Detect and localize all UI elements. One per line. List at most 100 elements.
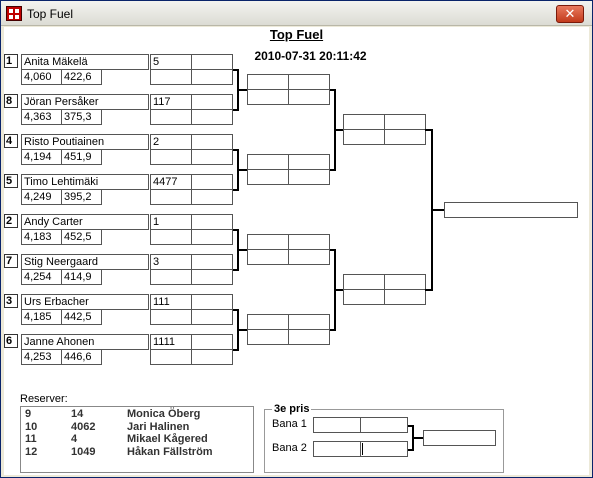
driver-name[interactable]: Timo Lehtimäki [21,174,149,190]
bracket-line [237,89,247,91]
round2-cell-a[interactable] [247,154,289,170]
bracket-line [412,437,424,439]
round1-cell[interactable] [191,349,233,365]
lane1-cell-b[interactable] [360,417,408,433]
third-place-result-cell[interactable] [423,430,496,446]
driver-et[interactable]: 4,254 [21,269,62,285]
driver-et[interactable]: 4,185 [21,309,62,325]
round1-cell[interactable] [191,334,233,350]
round1-cell[interactable] [191,134,233,150]
driver-speed[interactable]: 375,3 [61,109,102,125]
round1-cell[interactable] [150,309,192,325]
driver-et[interactable]: 4,194 [21,149,62,165]
driver-name[interactable]: Janne Ahonen [21,334,149,350]
round2-cell-c[interactable] [247,329,289,345]
round1-cell[interactable] [191,214,233,230]
semifinal-cell-c[interactable] [343,129,385,145]
semifinal-cell-a[interactable] [343,114,385,130]
semifinal-cell-b[interactable] [384,274,426,290]
driver-speed[interactable]: 451,9 [61,149,102,165]
seed-number: 6 [4,334,18,348]
round1-cell[interactable] [191,94,233,110]
lane2-cell-a[interactable] [313,441,361,457]
final-cell[interactable] [444,202,578,218]
round1-cell[interactable] [191,54,233,70]
round1-result[interactable]: 2 [150,134,192,150]
round2-cell-c[interactable] [247,249,289,265]
driver-speed[interactable]: 452,5 [61,229,102,245]
seed-number: 2 [4,214,18,228]
driver-speed[interactable]: 395,2 [61,189,102,205]
round1-result[interactable]: 1111 [150,334,192,350]
driver-name[interactable]: Jöran Persåker [21,94,149,110]
round1-cell[interactable] [150,69,192,85]
round1-cell[interactable] [191,309,233,325]
bracket-line [408,449,414,451]
round2-cell-a[interactable] [247,314,289,330]
driver-name[interactable]: Urs Erbacher [21,294,149,310]
semifinal-cell-d[interactable] [384,129,426,145]
round2-cell-a[interactable] [247,234,289,250]
semifinal-cell-b[interactable] [384,114,426,130]
driver-et[interactable]: 4,253 [21,349,62,365]
round1-result[interactable]: 117 [150,94,192,110]
round1-result[interactable]: 1 [150,214,192,230]
round2-cell-d[interactable] [288,89,330,105]
round1-cell[interactable] [191,109,233,125]
round1-result[interactable]: 5 [150,54,192,70]
lane2-cell-b[interactable] [360,441,408,457]
driver-name[interactable]: Andy Carter [21,214,149,230]
driver-name[interactable]: Stig Neergaard [21,254,149,270]
round2-cell-c[interactable] [247,89,289,105]
round2-cell-b[interactable] [288,74,330,90]
lane1-cell-a[interactable] [313,417,361,433]
reserve-number: 4 [71,433,78,445]
bracket-line [362,443,363,455]
driver-speed[interactable]: 442,5 [61,309,102,325]
driver-speed[interactable]: 414,9 [61,269,102,285]
round1-cell[interactable] [191,174,233,190]
semifinal-cell-a[interactable] [343,274,385,290]
driver-et[interactable]: 4,183 [21,229,62,245]
driver-speed[interactable]: 446,6 [61,349,102,365]
semifinal-cell-d[interactable] [384,289,426,305]
round2-cell-a[interactable] [247,74,289,90]
round2-cell-b[interactable] [288,154,330,170]
reserve-name: Monica Öberg [127,408,201,420]
driver-name[interactable]: Anita Mäkelä [21,54,149,70]
round2-cell-d[interactable] [288,329,330,345]
round1-cell[interactable] [191,229,233,245]
round1-cell[interactable] [150,269,192,285]
round1-cell[interactable] [150,189,192,205]
close-button[interactable]: ✕ [556,5,584,23]
driver-speed[interactable]: 422,6 [61,69,102,85]
round1-cell[interactable] [191,189,233,205]
round2-cell-c[interactable] [247,169,289,185]
semifinal-cell-c[interactable] [343,289,385,305]
round1-result[interactable]: 3 [150,254,192,270]
driver-et[interactable]: 4,249 [21,189,62,205]
driver-et[interactable]: 4,060 [21,69,62,85]
round1-result[interactable]: 111 [150,294,192,310]
round1-cell[interactable] [150,229,192,245]
driver-et[interactable]: 4,363 [21,109,62,125]
round1-cell[interactable] [191,149,233,165]
round1-cell[interactable] [150,109,192,125]
round1-cell[interactable] [191,294,233,310]
round1-cell[interactable] [191,254,233,270]
round2-cell-b[interactable] [288,314,330,330]
round1-cell[interactable] [150,149,192,165]
title-bar[interactable]: Top Fuel ✕ [1,1,592,26]
bracket-line [334,129,344,131]
bracket-line [233,309,239,311]
round2-cell-b[interactable] [288,234,330,250]
round1-result[interactable]: 4477 [150,174,192,190]
round1-cell[interactable] [150,349,192,365]
round2-cell-d[interactable] [288,249,330,265]
round2-cell-d[interactable] [288,169,330,185]
round1-cell[interactable] [191,69,233,85]
driver-name[interactable]: Risto Poutiainen [21,134,149,150]
round1-cell[interactable] [191,269,233,285]
